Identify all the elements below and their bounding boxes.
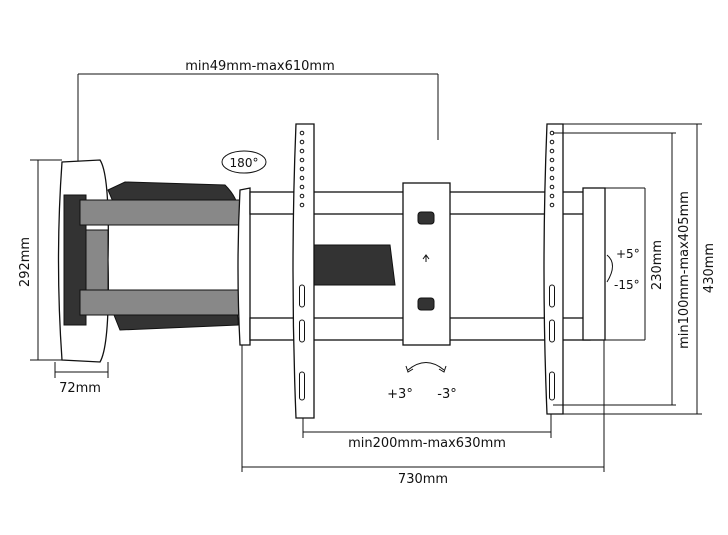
mounting-slot — [549, 284, 555, 308]
mounting-hole — [549, 184, 555, 190]
mounting-hole — [549, 193, 555, 199]
vertical-bar-right — [543, 123, 564, 415]
tilt-indicator: +5° -15° — [606, 247, 640, 292]
arm-extension-dimension: min49mm-max610mm — [77, 59, 439, 165]
mounting-slot — [299, 284, 305, 308]
mounting-hole — [299, 175, 305, 181]
mounting-holes — [299, 130, 555, 401]
level-minus-label: -3° — [437, 387, 456, 402]
mounting-hole — [549, 175, 555, 181]
frame-height-label: 230mm — [650, 240, 665, 290]
articulating-arm — [79, 181, 396, 331]
arm-extension-label: min49mm-max610mm — [185, 59, 335, 74]
bracket-height-label: 430mm — [702, 243, 717, 293]
mounting-hole — [549, 166, 555, 172]
mounting-slot — [299, 319, 305, 343]
mounting-hole — [549, 139, 555, 145]
mounting-hole — [549, 202, 555, 208]
swivel-badge: 180° — [221, 150, 267, 174]
total-width-dimension: 730mm — [241, 340, 605, 487]
horizontal-vesa-dimension: min200mm-max630mm — [302, 414, 552, 451]
mounting-hole — [299, 166, 305, 172]
wall-plate-height-label: 292mm — [18, 237, 33, 287]
tilt-up-label: +5° — [616, 247, 640, 261]
mounting-hole — [299, 157, 305, 163]
tilt-down-label: -15° — [614, 278, 640, 292]
vertical-vesa-dimension: min100mm-max405mm — [553, 132, 692, 406]
mounting-hole — [299, 130, 305, 136]
wall-plate — [57, 159, 109, 363]
mounting-slot — [299, 371, 305, 401]
horizontal-vesa-label: min200mm-max630mm — [348, 436, 506, 451]
level-adjust-indicator: +3° -3° — [387, 362, 457, 402]
total-width-label: 730mm — [398, 472, 448, 487]
vertical-bar-left — [292, 123, 315, 419]
wall-plate-width-dimension: 72mm — [54, 362, 109, 396]
mounting-hole — [299, 184, 305, 190]
swivel-label: 180° — [230, 156, 259, 170]
mounting-hole — [299, 148, 305, 154]
mounting-hole — [549, 157, 555, 163]
mounting-slot — [549, 319, 555, 343]
level-plus-label: +3° — [387, 387, 413, 402]
mounting-hole — [549, 148, 555, 154]
mounting-hole — [299, 202, 305, 208]
wall-plate-height-dimension: 292mm — [18, 159, 62, 361]
mounting-hole — [299, 193, 305, 199]
mounting-hole — [299, 139, 305, 145]
bracket-height-dimension: 430mm — [563, 123, 717, 415]
mounting-slot — [549, 371, 555, 401]
frame-height-dimension: 230mm — [590, 187, 665, 341]
tv-frame — [237, 182, 606, 346]
vertical-vesa-label: min100mm-max405mm — [677, 191, 692, 349]
wall-plate-width-label: 72mm — [59, 381, 101, 396]
